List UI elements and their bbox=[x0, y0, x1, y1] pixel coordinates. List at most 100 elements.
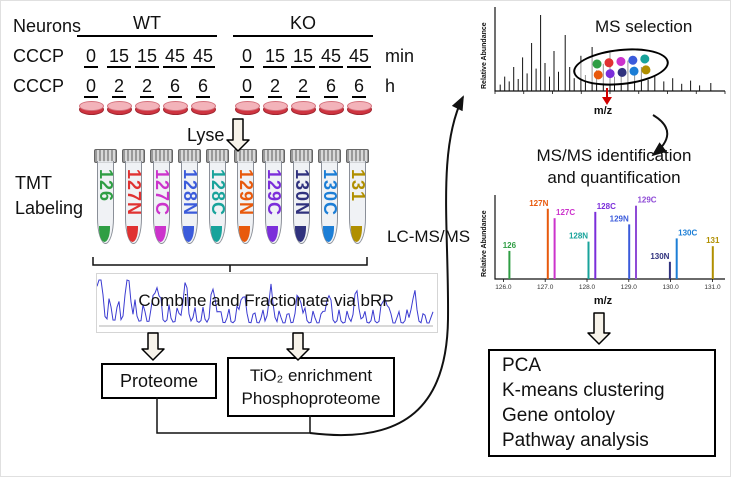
dish-rim bbox=[262, 101, 288, 111]
petri-dish-icon bbox=[262, 101, 288, 115]
tube-liquid bbox=[295, 226, 306, 242]
ko-group-label: KO bbox=[233, 13, 373, 37]
min-unit-label: min bbox=[385, 46, 415, 66]
tube-body bbox=[153, 161, 170, 244]
petri-dish-icon bbox=[106, 101, 132, 115]
selected-precursor-dot bbox=[591, 59, 602, 69]
dish-cell bbox=[77, 101, 105, 115]
dish-cell bbox=[105, 101, 133, 115]
msms-x-axis-label: m/z bbox=[593, 295, 613, 307]
cccp-value-text: 6 bbox=[167, 76, 182, 98]
cccp-value: 2 bbox=[133, 76, 161, 98]
tmt-tube-131: 131 bbox=[343, 149, 371, 259]
tmt-channel-label: 130N bbox=[292, 169, 312, 217]
h-unit-label: h bbox=[385, 76, 396, 96]
svg-text:127.0: 127.0 bbox=[537, 284, 554, 291]
svg-text:128.0: 128.0 bbox=[579, 284, 596, 291]
tube-liquid bbox=[155, 226, 166, 242]
svg-text:128C: 128C bbox=[597, 202, 616, 211]
tube-liquid bbox=[127, 226, 138, 242]
proteome-label: Proteome bbox=[119, 370, 199, 391]
tube-body bbox=[237, 161, 254, 244]
cccp-label: CCCP bbox=[13, 46, 65, 66]
svg-text:130.0: 130.0 bbox=[662, 284, 679, 291]
tmt-labeling-label: TMT Labeling bbox=[15, 171, 83, 221]
svg-text:127C: 127C bbox=[556, 208, 575, 217]
dish-cell bbox=[189, 101, 217, 115]
cccp-value-text: 45 bbox=[318, 46, 344, 68]
svg-text:126.0: 126.0 bbox=[495, 284, 512, 291]
tube-liquid bbox=[267, 226, 278, 242]
cccp-value-text: 2 bbox=[267, 76, 282, 98]
selected-precursor-dot bbox=[627, 55, 638, 66]
petri-dish-icon bbox=[190, 101, 216, 115]
neurons-label: Neurons bbox=[13, 16, 82, 36]
dish-cell bbox=[317, 101, 345, 115]
svg-text:131.0: 131.0 bbox=[704, 284, 721, 291]
selected-precursor-dot bbox=[604, 68, 615, 79]
dish-rim bbox=[134, 101, 160, 111]
cccp-value-text: 15 bbox=[290, 46, 316, 68]
cccp-value: 6 bbox=[345, 76, 373, 98]
selected-precursor-dot bbox=[640, 65, 651, 75]
petri-dish-icon bbox=[346, 101, 372, 115]
cccp-value: 0 bbox=[77, 46, 105, 68]
tube-body bbox=[209, 161, 226, 244]
cccp-value-text: 15 bbox=[106, 46, 132, 68]
tube-liquid bbox=[211, 226, 222, 242]
selected-precursor-dot bbox=[639, 54, 650, 64]
tmt-channel-label: 127C bbox=[152, 169, 172, 217]
tmt-tube-126: 126 bbox=[91, 149, 119, 259]
cccp-value: 15 bbox=[133, 46, 161, 68]
group-row: Neurons WT KO bbox=[13, 7, 414, 37]
dish-rim bbox=[234, 101, 260, 111]
petri-dish-icon bbox=[78, 101, 104, 115]
svg-text:129N: 129N bbox=[610, 214, 629, 223]
tmt-channel-label: 128N bbox=[180, 169, 200, 217]
tmt-channel-label: 126 bbox=[96, 169, 116, 203]
svg-text:126: 126 bbox=[503, 241, 517, 250]
cccp-value-text: 45 bbox=[190, 46, 216, 68]
dish-rim bbox=[162, 101, 188, 111]
dish-rim bbox=[318, 101, 344, 111]
cccp-value: 15 bbox=[261, 46, 289, 68]
analysis-item: Pathway analysis bbox=[502, 430, 649, 451]
petri-dish-icon bbox=[134, 101, 160, 115]
cccp-value-text: 2 bbox=[295, 76, 310, 98]
wt-group-label: WT bbox=[77, 13, 217, 37]
msms-y-axis-label: Relative Abundance bbox=[481, 210, 488, 277]
cccp-label-2: CCCP bbox=[13, 76, 65, 96]
cccp-value: 2 bbox=[105, 76, 133, 98]
analysis-arrow bbox=[587, 312, 611, 345]
dish-cell bbox=[289, 101, 317, 115]
tmt-line1: TMT bbox=[15, 173, 52, 193]
ms1-x-axis-label: m/z bbox=[593, 105, 613, 117]
petri-dish-icon bbox=[162, 101, 188, 115]
svg-text:130N: 130N bbox=[650, 252, 669, 261]
tube-liquid bbox=[323, 226, 334, 242]
dish-rim bbox=[290, 101, 316, 111]
dish-rim bbox=[78, 101, 104, 111]
analysis-item: Gene ontoloy bbox=[502, 405, 616, 426]
tmt-tube-130C: 130C bbox=[315, 149, 343, 259]
tmt-tube-128N: 128N bbox=[175, 149, 203, 259]
cccp-value: 45 bbox=[161, 46, 189, 68]
cccp-value: 15 bbox=[289, 46, 317, 68]
lyse-arrow bbox=[226, 118, 250, 152]
tube-body bbox=[181, 161, 198, 244]
tube-liquid bbox=[183, 226, 194, 242]
analysis-item: PCA bbox=[502, 355, 542, 376]
phosphoproteome-label: Phosphoproteome bbox=[241, 389, 381, 408]
tmt-tube-127N: 127N bbox=[119, 149, 147, 259]
cccp-value: 45 bbox=[189, 46, 217, 68]
tmt-tube-127C: 127C bbox=[147, 149, 175, 259]
cccp-value-text: 2 bbox=[111, 76, 126, 98]
ms1-y-axis-label: Relative Abundance bbox=[481, 22, 488, 89]
cccp-value-text: 45 bbox=[162, 46, 188, 68]
svg-text:129C: 129C bbox=[637, 196, 656, 205]
cccp-value: 15 bbox=[105, 46, 133, 68]
selected-precursor-dot bbox=[615, 56, 626, 67]
